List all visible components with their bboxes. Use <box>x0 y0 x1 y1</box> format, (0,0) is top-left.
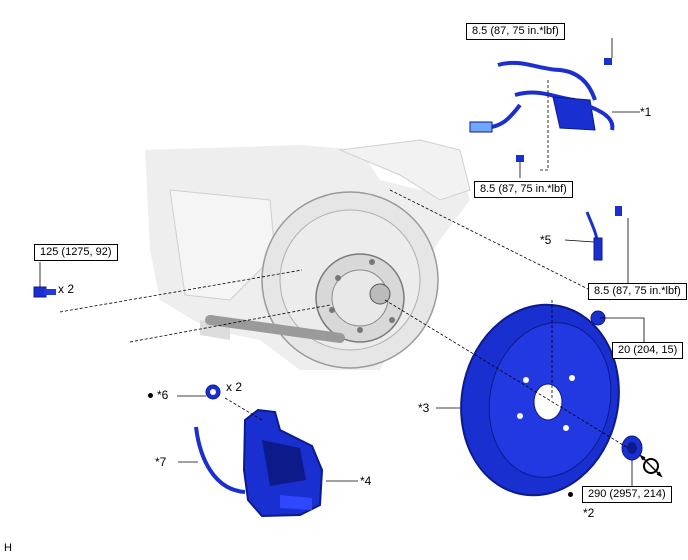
brake-caliper <box>242 408 324 518</box>
quantity-caliper-bolt: x 2 <box>58 282 75 296</box>
wire-harness <box>469 58 615 162</box>
callout-brake-caliper: *4 <box>360 474 372 488</box>
wheel-hub <box>315 253 405 343</box>
torque-spec-sensor-bolt: 20 (204, 15) <box>612 342 684 359</box>
non-reusable-dot-gasket <box>148 393 153 398</box>
gasket <box>205 384 221 400</box>
non-reusable-dot-hub-nut <box>568 492 573 497</box>
brake-disc <box>460 303 620 497</box>
callout-brake-disc: *3 <box>418 401 430 415</box>
dashed-lines <box>59 80 629 449</box>
torque-spec-speed-sensor: 8.5 (87, 75 in.*lbf) <box>588 283 687 300</box>
callout-wire-harness: *1 <box>640 105 652 119</box>
drive-shaft <box>205 315 345 343</box>
callout-hub-nut: *2 <box>583 506 595 520</box>
torque-spec-sensor-wire-top: 8.5 (87, 75 in.*lbf) <box>466 23 565 40</box>
brake-hose <box>194 426 246 494</box>
replace-symbol-icon <box>639 454 663 478</box>
speed-sensor <box>585 206 622 261</box>
torque-spec-hub-nut: 290 (2957, 214) <box>582 486 672 503</box>
figure-code: H <box>4 542 12 554</box>
callout-speed-sensor: *5 <box>540 233 552 247</box>
quantity-gasket: x 2 <box>226 380 243 394</box>
callout-gasket: *6 <box>157 388 169 402</box>
caliper-bolt <box>33 286 56 298</box>
torque-spec-caliper-bolt: 125 (1275, 92) <box>34 244 118 261</box>
callout-brake-hose: *7 <box>155 455 167 469</box>
leader-lines <box>39 38 645 486</box>
torque-spec-sensor-wire-bottom: 8.5 (87, 75 in.*lbf) <box>474 181 573 198</box>
hub-nut <box>621 435 643 461</box>
